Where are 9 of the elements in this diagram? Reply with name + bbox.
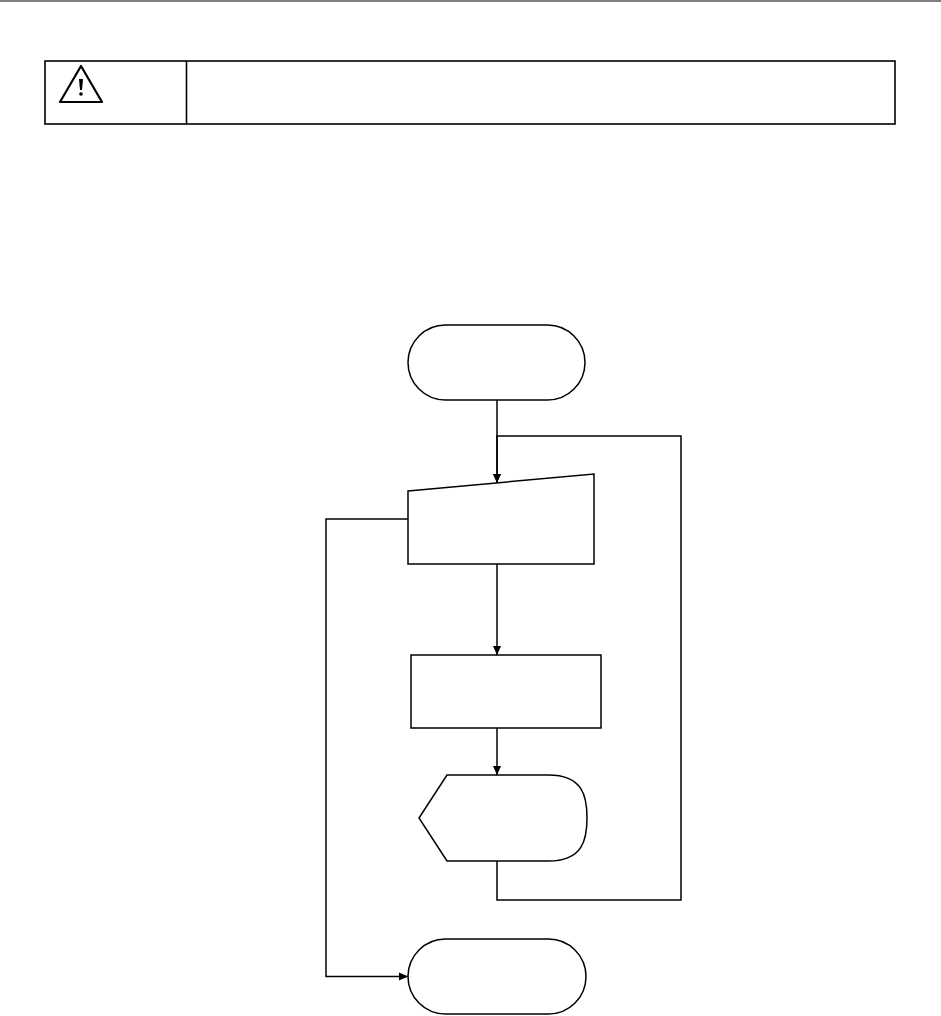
process-box (411, 655, 601, 728)
arrow (325, 518, 409, 981)
manual-input-shape (408, 474, 594, 564)
arrow (493, 435, 682, 901)
arrow (493, 563, 501, 656)
display-shape (419, 775, 587, 861)
arrow (493, 727, 501, 776)
terminal-shape (408, 939, 586, 1014)
terminal-shape (408, 325, 585, 400)
